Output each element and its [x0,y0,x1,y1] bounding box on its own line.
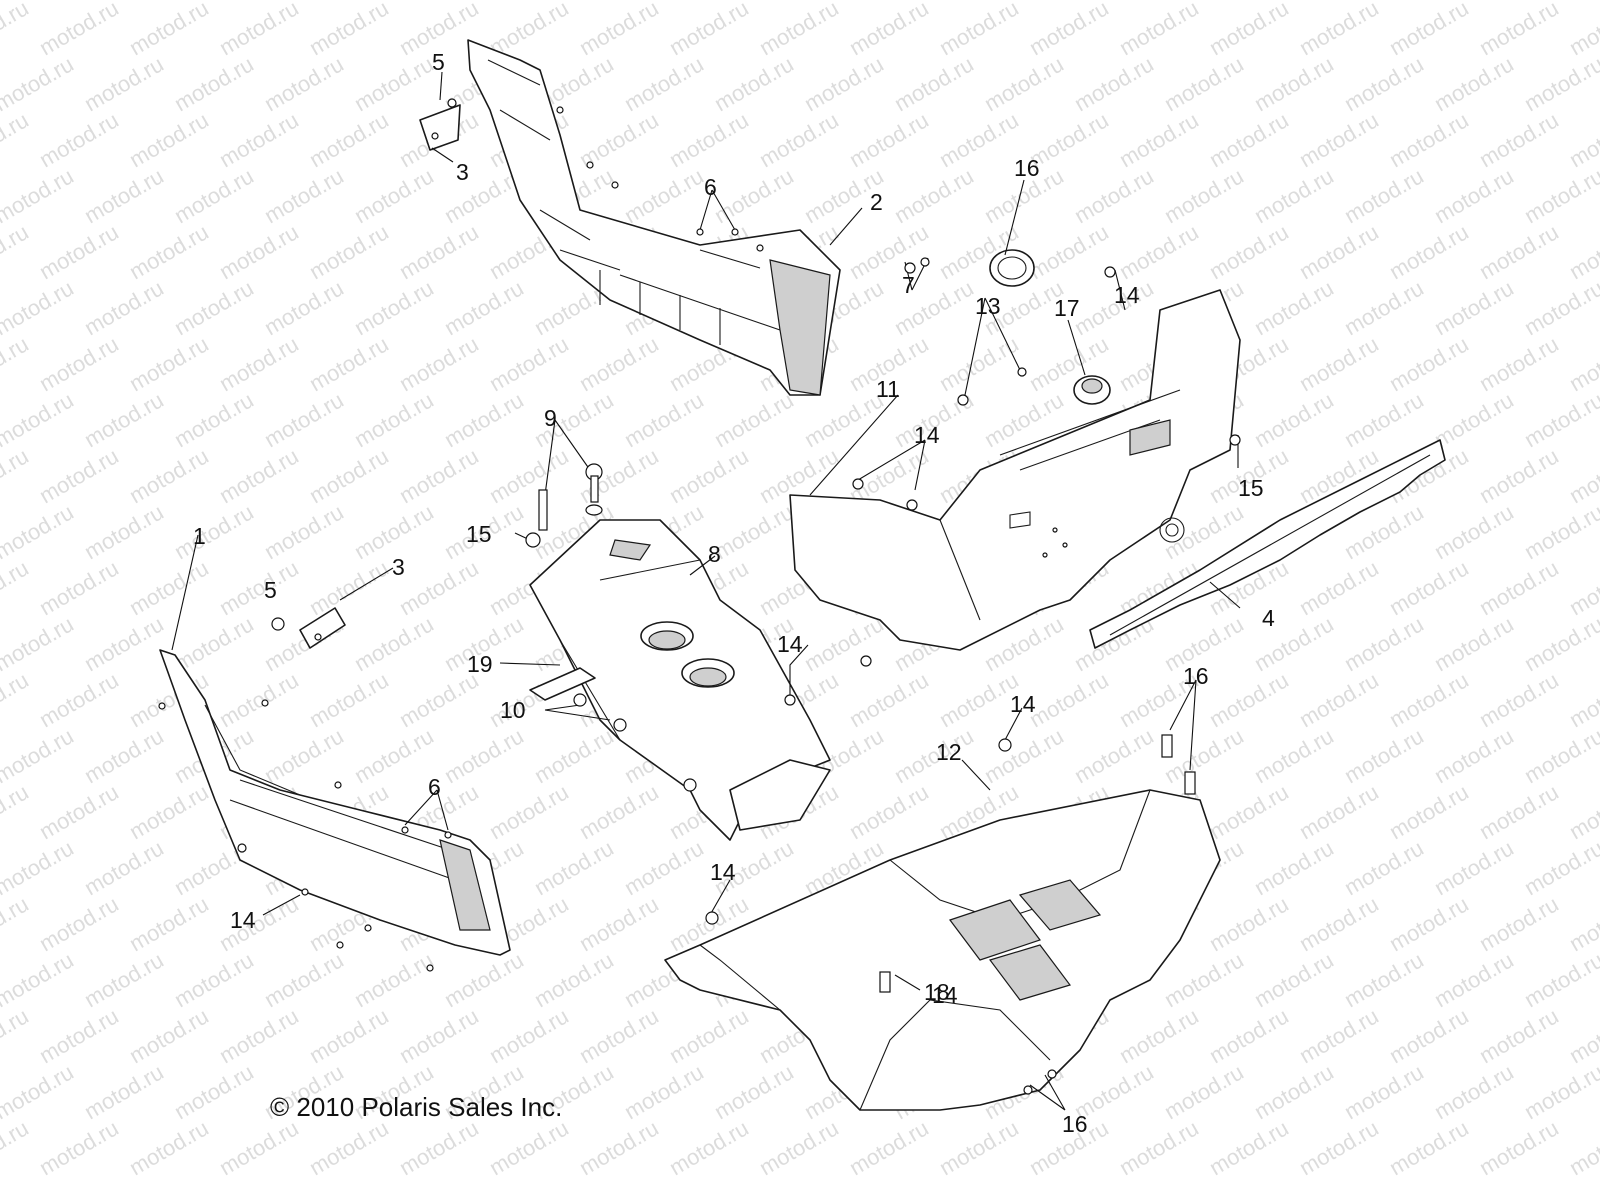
callout-label: 11 [876,376,900,402]
callout-label: 14 [777,631,803,657]
callout-label: 14 [914,422,940,448]
callout-label: 15 [1238,475,1264,501]
center-console [529,519,831,841]
callout-label: 14 [710,859,736,885]
fasteners [158,106,1241,1095]
callout-labels: 1 2 3 3 4 5 5 6 6 7 8 9 10 11 12 13 14 1… [193,49,1275,1137]
mount-bracket-lower [271,607,346,649]
callout-label: 19 [467,651,493,677]
gauge-ring [989,249,1035,287]
floor-tub [664,789,1221,1111]
callout-label: 14 [1010,691,1036,717]
callout-label: 2 [870,189,883,215]
dash-panel [789,289,1241,651]
callout-label: 13 [975,293,1001,319]
callout-label: 6 [704,174,717,200]
mount-bracket-upper [419,98,461,151]
callout-label: 12 [936,739,962,765]
callout-label: 14 [932,982,958,1008]
callout-label: 8 [708,541,721,567]
callout-label: 18 [924,979,950,1005]
callout-label: 4 [1262,605,1275,631]
callout-label: 16 [1062,1111,1088,1137]
rocker-panel-upper [467,39,841,396]
callout-label: 3 [392,554,405,580]
callout-label: 16 [1014,155,1040,181]
callout-label: 5 [432,49,445,75]
seal-strip [1089,439,1446,649]
callout-label: 3 [456,159,469,185]
rocker-panel-lower [159,649,511,956]
callout-label: 9 [544,405,557,431]
callout-label: 1 [193,523,206,549]
copyright-notice: © 2010 Polaris Sales Inc. [270,1092,563,1122]
callout-label: 6 [428,774,441,800]
callout-label: 14 [1114,282,1140,308]
callout-label: 15 [466,521,492,547]
callout-label: 5 [264,577,277,603]
callout-label: 16 [1183,663,1209,689]
callout-label: 14 [230,907,256,933]
callout-label: 7 [902,272,915,298]
callout-label: 17 [1054,295,1080,321]
slot-cover [529,667,596,701]
grommet [1073,375,1111,405]
callout-label: 10 [500,697,526,723]
leader-lines [171,71,1241,1111]
